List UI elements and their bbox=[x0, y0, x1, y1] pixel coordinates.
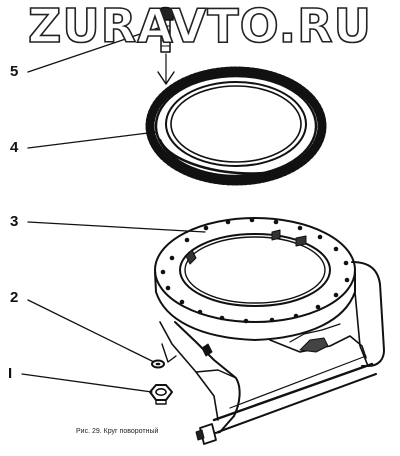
slewing-frame-part-3 bbox=[154, 217, 385, 445]
leader-lines bbox=[21, 27, 206, 393]
washer-part-2 bbox=[151, 359, 165, 369]
watermark-text: ZURAVTO.RU bbox=[27, 0, 372, 53]
callout-1: I bbox=[8, 365, 13, 382]
figure-caption: Рис. 29. Круг поворотный bbox=[76, 428, 159, 435]
nut-part-1 bbox=[149, 384, 173, 405]
callout-3: 3 bbox=[10, 213, 19, 230]
callout-4: 4 bbox=[10, 139, 19, 156]
callout-5: 5 bbox=[10, 63, 19, 80]
callout-2: 2 bbox=[10, 289, 19, 306]
bolt-part-5 bbox=[157, 6, 175, 85]
ring-gear-part-4 bbox=[145, 66, 327, 186]
